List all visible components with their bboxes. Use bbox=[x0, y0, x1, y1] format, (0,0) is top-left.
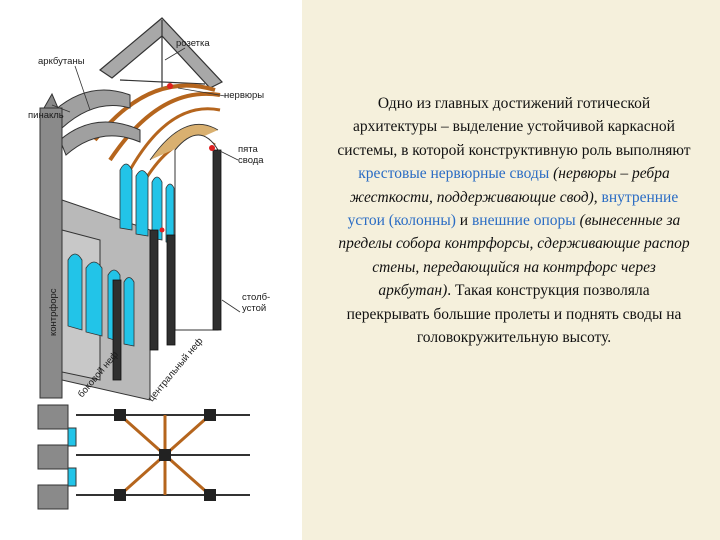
highlight-inner-supports: внутренние устои (колонны) bbox=[347, 188, 679, 230]
highlight-outer-supports: внешние опоры bbox=[471, 212, 576, 230]
text-part-1: Одно из главных достижений готической ар… bbox=[337, 95, 691, 159]
text-part-2: (нервюры – ребра жесткости, поддерживающ… bbox=[349, 165, 670, 206]
leader-lines bbox=[51, 47, 241, 313]
clerestory-windows bbox=[119, 163, 175, 245]
description-text: Одно из главных достижений готической ар… bbox=[336, 92, 692, 349]
pillars bbox=[112, 149, 222, 381]
label-nervyury: нервюры bbox=[224, 90, 264, 101]
flying-buttresses bbox=[54, 89, 141, 156]
text-part-5: (вынесенные за пределы собора контрфорсы… bbox=[338, 212, 690, 300]
vault-ribs bbox=[93, 83, 221, 331]
text-panel bbox=[302, 0, 720, 540]
floor-plan bbox=[37, 404, 250, 510]
roof-truss bbox=[99, 17, 223, 89]
highlight-ribbed-vaults: крестовые нервюрные своды bbox=[358, 165, 550, 183]
label-arkbutany: аркбутаны bbox=[38, 56, 85, 67]
label-pinakl: пинакль bbox=[28, 110, 64, 121]
label-kontrfors: контрфорс bbox=[48, 288, 59, 336]
text-part-3: , bbox=[593, 188, 602, 206]
label-rozetka: розетка bbox=[176, 38, 210, 49]
label-stolb-ustoy: столб-устой bbox=[242, 292, 270, 314]
text-part-6: . Такая конструкция позволяла перекрыват… bbox=[346, 282, 682, 347]
support-points bbox=[159, 83, 215, 233]
text-part-4: и bbox=[455, 212, 472, 230]
